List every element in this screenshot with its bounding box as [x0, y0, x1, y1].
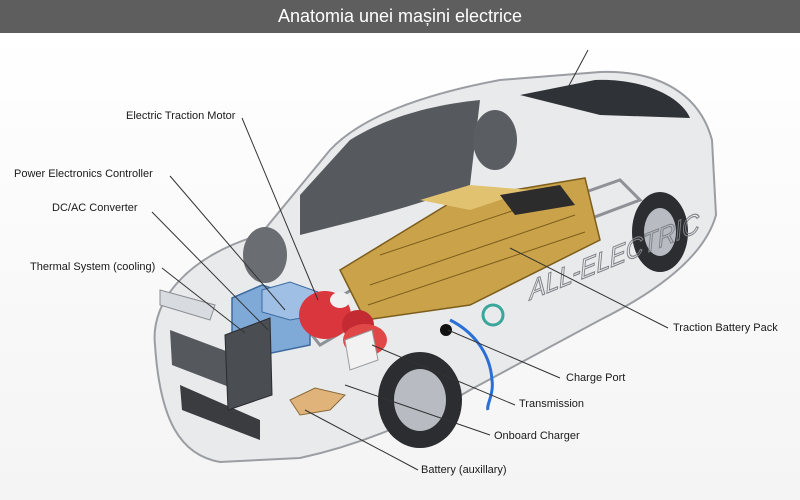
label-dcac-converter: DC/AC Converter — [52, 202, 138, 214]
page-title: Anatomia unei mașini electrice — [0, 0, 800, 33]
leader-transmission — [371, 344, 516, 406]
leader-charge-port — [447, 329, 561, 379]
headlight — [159, 289, 216, 321]
label-aux-battery: Battery (auxillary) — [421, 464, 507, 476]
leader-antenna — [564, 49, 589, 94]
leader-aux-battery — [304, 409, 419, 471]
charge-port-socket — [440, 324, 452, 336]
leader-charger — [344, 384, 491, 436]
leader-controller — [169, 175, 286, 311]
car-badge-logo — [481, 303, 505, 327]
leader-motor — [241, 117, 319, 301]
leader-battery-pack — [509, 247, 669, 329]
windshield — [300, 100, 480, 235]
traction-battery-pack — [339, 177, 601, 321]
label-onboard-charger: Onboard Charger — [494, 430, 580, 442]
roof-glass — [520, 79, 690, 118]
label-electric-traction-motor: Electric Traction Motor — [126, 110, 236, 122]
lower-grille — [180, 385, 260, 440]
thermal-radiator — [224, 317, 273, 411]
leader-thermal — [161, 267, 246, 334]
label-thermal-system: Thermal System (cooling) — [30, 261, 156, 273]
label-charge-port: Charge Port — [566, 372, 626, 384]
wheel-rear-left — [473, 110, 517, 170]
aux-battery-box — [289, 387, 346, 416]
charge-cable — [449, 318, 494, 411]
onboard-charger-box — [344, 329, 379, 371]
leader-converter — [151, 211, 269, 331]
label-transmission: Transmission — [519, 398, 584, 410]
label-power-electronics-controller: Power Electronics Controller — [14, 168, 153, 180]
label-traction-battery-pack: Traction Battery Pack — [673, 322, 778, 334]
wheel-front-left — [243, 227, 287, 283]
